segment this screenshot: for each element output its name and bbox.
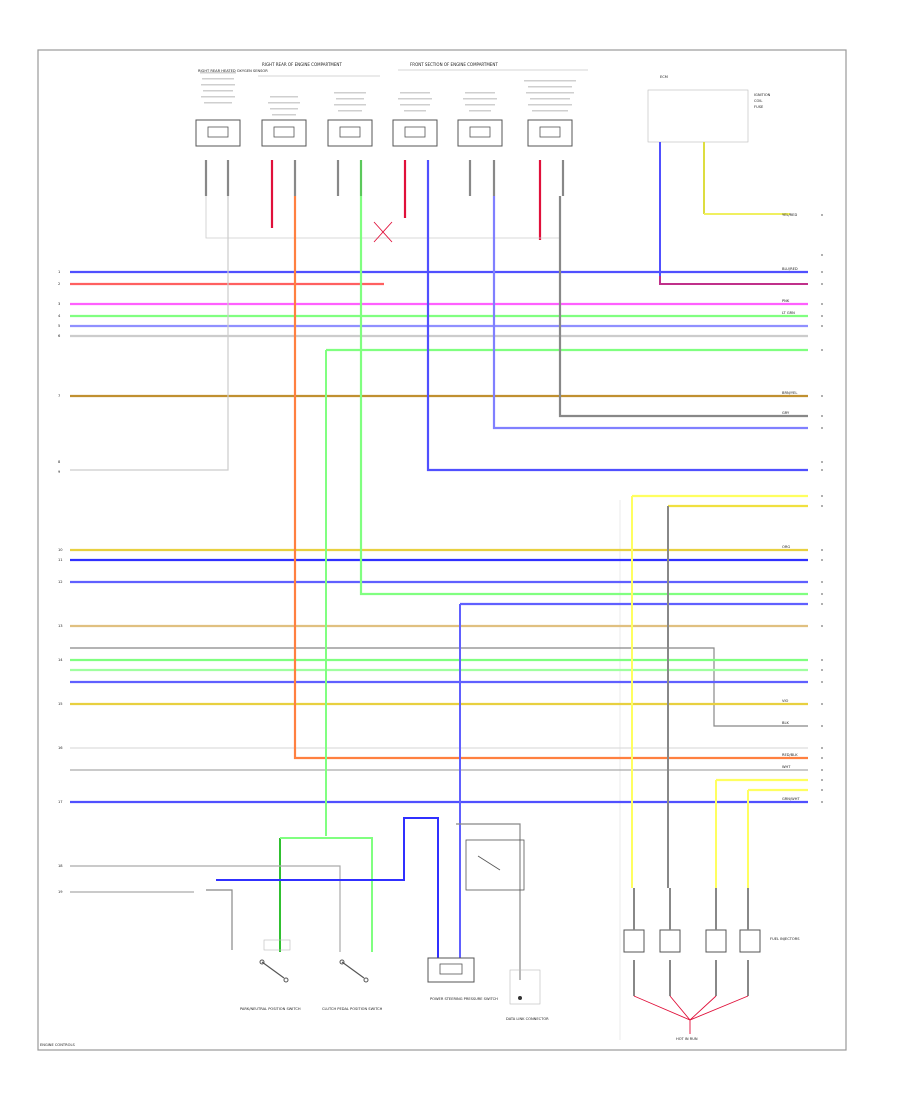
wire-label-blk: BLK — [782, 721, 789, 725]
row-number: 16 — [58, 746, 63, 750]
top-right-title: ECM — [660, 75, 668, 79]
connector-iac — [392, 119, 438, 218]
label-psp: POWER STEERING PRESSURE SWITCH — [430, 997, 498, 1001]
right-wire-labels: YEL/RED BLU/RED PNK LT GRN BRN/YEL GRY O… — [782, 213, 800, 801]
wire-label-org: ORG — [782, 545, 790, 549]
row-number: 13 — [58, 624, 63, 628]
connector-label-blocks — [200, 72, 576, 116]
row-number: 18 — [58, 864, 63, 868]
connector-rh2o2s: RIGHT REAR HEATED OXYGEN SENSOR — [195, 69, 268, 196]
data-link-connector: DATA LINK CONNECTOR — [506, 969, 549, 1021]
wire-label-red-blk: RED/BLK — [782, 753, 798, 757]
top-right-line-3: FUSE — [754, 105, 764, 109]
connector-knock — [327, 119, 373, 196]
right-terminals — [821, 214, 823, 803]
row-number: 19 — [58, 890, 63, 894]
row-number: 8 — [58, 460, 61, 464]
top-right-line-2: COIL — [754, 99, 762, 103]
label-hot-in-run: HOT IN RUN — [676, 1037, 698, 1041]
connector-maf — [261, 119, 307, 228]
wire-label-wht: WHT — [782, 765, 791, 769]
wire-label-brn-yel: BRN/YEL — [782, 391, 797, 395]
top-connectors: RIGHT REAR HEATED OXYGEN SENSOR — [195, 69, 576, 243]
row-number: 6 — [58, 334, 61, 338]
row-number: 1 — [58, 270, 60, 274]
park-neutral-switch: PARK/NEUTRAL POSITION SWITCH — [240, 939, 301, 1011]
row-number: 15 — [58, 702, 63, 706]
fuel-injectors: FUEL INJECTORS HOT IN RUN — [623, 888, 800, 1041]
splice-x — [373, 221, 393, 243]
lower-wires — [70, 350, 749, 980]
connector-etc — [527, 119, 573, 240]
wire-label-gry: GRY — [782, 411, 790, 415]
row-number: 17 — [58, 800, 63, 804]
row-number: 11 — [58, 558, 63, 562]
row-number: 3 — [58, 302, 60, 306]
ps-pressure-switch: POWER STEERING PRESSURE SWITCH — [427, 957, 498, 1001]
wire-label-yel-red: YEL/RED — [782, 213, 797, 217]
row-number: 7 — [58, 394, 60, 398]
wire-label-blu-red: BLU/RED — [782, 267, 798, 271]
left-numbers: 1 2 3 4 5 6 7 8 9 10 11 12 13 14 15 16 1… — [58, 270, 63, 894]
clutch-switch: CLUTCH PEDAL POSITION SWITCH — [322, 959, 383, 1011]
wire-label-pnk: PNK — [782, 299, 790, 303]
row-number: 2 — [58, 282, 60, 286]
row-number: 12 — [58, 580, 63, 584]
relay-box — [465, 839, 525, 891]
top-right-block: ECM IGNITION COIL FUSE — [647, 75, 808, 285]
wire-label-lt-grn: LT GRN — [782, 311, 795, 315]
label-cpp: CLUTCH PEDAL POSITION SWITCH — [322, 1007, 383, 1011]
row-number: 9 — [58, 470, 61, 474]
page-label: ENGINE CONTROLS — [40, 1043, 75, 1047]
header-front-section: FRONT SECTION OF ENGINE COMPARTMENT — [410, 62, 498, 67]
row-number: 4 — [58, 314, 61, 318]
label-dlc: DATA LINK CONNECTOR — [506, 1017, 549, 1021]
top-right-line-1: IGNITION — [754, 93, 771, 97]
label-pnp: PARK/NEUTRAL POSITION SWITCH — [240, 1007, 301, 1011]
connector-cmp — [457, 119, 503, 196]
label-injectors: FUEL INJECTORS — [770, 937, 800, 941]
bus-wires — [70, 196, 808, 1040]
connector-label-1: RIGHT REAR HEATED OXYGEN SENSOR — [198, 69, 268, 73]
diagram-frame — [37, 49, 847, 1051]
row-number: 14 — [58, 658, 63, 662]
row-number: 5 — [58, 324, 60, 328]
row-number: 10 — [58, 548, 63, 552]
wire-label-vio: VIO — [782, 699, 789, 703]
bottom-components: PARK/NEUTRAL POSITION SWITCH CLUTCH PEDA… — [240, 839, 800, 1041]
wire-label-grn-wht: GRN/WHT — [782, 797, 800, 801]
header-engine-top: RIGHT REAR OF ENGINE COMPARTMENT — [262, 62, 342, 67]
